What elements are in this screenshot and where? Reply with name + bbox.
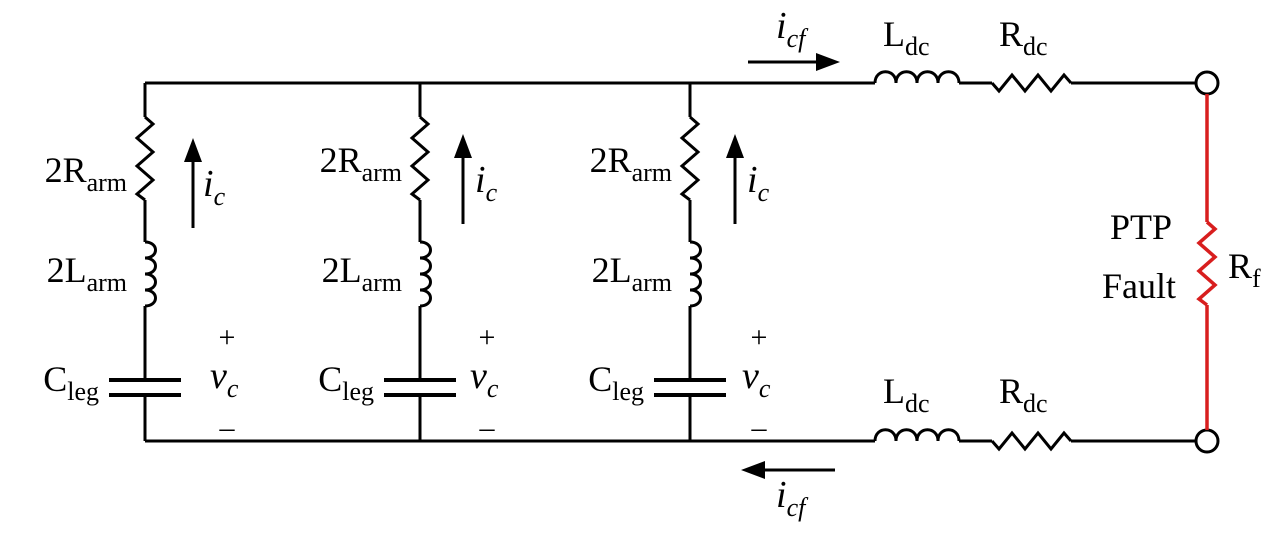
leg-voltage-minus: – — [479, 411, 496, 444]
leg-voltage-minus: – — [219, 411, 236, 444]
fault-label-line2: Fault — [1102, 266, 1176, 306]
arm-inductor-label: 2Larm — [47, 250, 127, 297]
arm-resistor — [679, 115, 701, 202]
leg-capacitor-label: Cleg — [318, 359, 374, 406]
dc-line-top: icf Ldc Rdc — [748, 5, 1220, 96]
arm-inductor-label: 2Larm — [592, 250, 672, 297]
leg-current-arrowhead — [726, 134, 744, 158]
arm-resistor-label: 2Rarm — [590, 140, 672, 187]
dc-inductor-top — [873, 70, 961, 84]
leg-capacitor-label: Cleg — [43, 359, 99, 406]
arm-resistor — [409, 115, 431, 202]
dc-current-label-bottom: icf — [776, 474, 809, 522]
converter-leg-3: 2Rarm 2Larm Cleg ic + vc – — [588, 83, 771, 444]
leg-current-label: ic — [747, 159, 770, 207]
leg-voltage-label: vc — [470, 355, 499, 403]
arm-inductor — [419, 240, 432, 308]
arm-resistor — [134, 115, 156, 202]
dc-inductor-label-top: Ldc — [883, 14, 930, 61]
leg-voltage-minus: – — [751, 411, 768, 444]
dc-inductor-label-bottom: Ldc — [883, 371, 930, 418]
dc-inductor-bottom — [873, 428, 961, 442]
arm-inductor-label: 2Larm — [322, 250, 402, 297]
dc-current-arrowhead-bottom — [741, 461, 765, 479]
leg-voltage-label: vc — [742, 355, 771, 403]
dc-line-bottom: icf Ldc Rdc — [741, 371, 1220, 522]
dc-current-arrowhead-top — [816, 53, 840, 71]
leg-voltage-plus: + — [219, 321, 236, 354]
dc-resistor-bottom — [990, 430, 1073, 452]
arm-resistor-label: 2Rarm — [320, 140, 402, 187]
converter-leg-1: 2Rarm 2Larm Cleg ic + vc – — [43, 83, 239, 444]
dc-terminal-top — [1194, 70, 1220, 96]
fault-label-line1: PTP — [1110, 207, 1172, 247]
fault-resistor-label: Rf — [1228, 246, 1261, 293]
leg-current-label: ic — [203, 163, 226, 211]
leg-voltage-plus: + — [479, 321, 496, 354]
arm-resistor-label: 2Rarm — [45, 150, 127, 197]
arm-inductor — [144, 240, 157, 308]
ptp-fault: PTP Fault Rf — [1102, 94, 1261, 430]
leg-voltage-plus: + — [751, 321, 768, 354]
arm-inductor — [689, 240, 702, 308]
dc-current-label-top: icf — [776, 5, 809, 53]
fault-resistor — [1196, 220, 1218, 307]
dc-resistor-top — [990, 72, 1073, 94]
leg-voltage-label: vc — [210, 355, 239, 403]
leg-current-arrowhead — [454, 134, 472, 158]
leg-current-arrowhead — [184, 138, 202, 162]
leg-capacitor-label: Cleg — [588, 359, 644, 406]
leg-current-label: ic — [475, 159, 498, 207]
converter-leg-2: 2Rarm 2Larm Cleg ic + vc – — [318, 83, 499, 444]
dc-resistor-label-bottom: Rdc — [999, 371, 1048, 418]
dc-terminal-bottom — [1194, 428, 1220, 454]
dc-resistor-label-top: Rdc — [999, 14, 1048, 61]
